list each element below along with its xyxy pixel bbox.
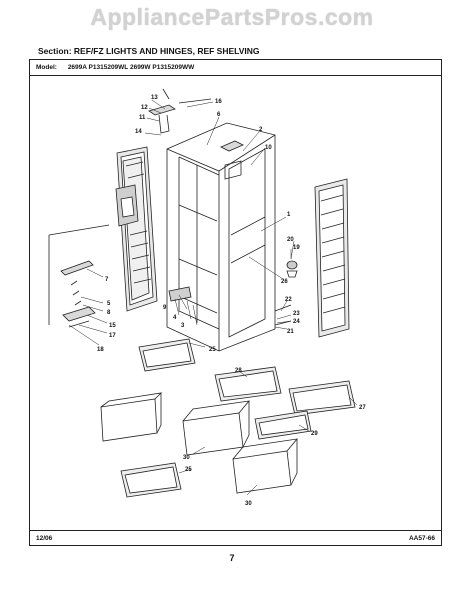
callout-13: 13 [151,95,158,101]
shelf-25-top [138,338,196,372]
callout-17: 17 [109,333,116,339]
callout-20: 20 [287,237,294,243]
callout-4: 4 [173,315,177,321]
callout-8: 8 [107,310,111,316]
callout-18: 18 [97,347,104,353]
callout-24: 24 [293,319,300,325]
callout-10: 10 [265,145,272,151]
section-title: REF/FZ LIGHTS AND HINGES, REF SHELVING [73,46,260,56]
crisper-30-top [182,400,250,456]
section-heading: Section: REF/FZ LIGHTS AND HINGES, REF S… [38,46,260,56]
callout-5: 5 [107,301,111,307]
model-label: Model: [36,64,57,71]
callout-14: 14 [135,129,142,135]
callout-27: 27 [359,405,366,411]
callout-7: 7 [105,277,109,283]
callout-29: 29 [311,431,318,437]
diagram-frame: Model: 2699A P1315209WL 2699W P1315209WW… [29,59,442,546]
callout-11: 11 [139,115,146,121]
shelf-28 [214,366,282,402]
callout-19: 19 [293,245,300,251]
callout-28: 28 [235,368,242,374]
left-lower-parts [48,224,110,328]
crisper-30-bottom [232,438,298,494]
parts-diagram: 13 12 11 14 16 6 2 10 1 20 19 26 7 5 8 1… [48,88,366,507]
callout-2: 2 [259,127,263,133]
footer-date: 12/06 [36,535,53,542]
section-label: Section: [38,46,72,56]
model-value: 2699A P1315209WL 2699W P1315209WW [67,64,195,71]
callout-1: 1 [287,212,291,218]
callout-3: 3 [181,323,185,329]
callout-26: 26 [281,279,288,285]
cabinet [166,122,276,352]
callout-25-bottom: 25 [185,467,192,473]
callout-30-bottom: 30 [245,501,252,507]
footer-divider [30,530,441,531]
page-number: 7 [229,553,235,563]
callout-9: 9 [163,305,167,311]
callout-21: 21 [287,329,294,335]
top-hinge [148,88,212,134]
shelf-29 [254,410,312,440]
callout-23: 23 [293,311,300,317]
shelf-27 [288,380,356,416]
callout-12: 12 [141,105,148,111]
callout-16: 16 [215,99,222,105]
shelf-25-bottom [120,462,182,498]
left-door [115,146,158,312]
drawer-left [100,392,163,442]
right-door [314,178,350,338]
callout-15: 15 [109,323,116,329]
watermark: AppliancePartsPros.com [90,4,374,30]
ref-light-assembly [220,140,298,278]
callout-25-top: 25 [209,347,216,353]
callout-22: 22 [285,297,292,303]
footer-code: AA57-66 [408,535,435,542]
model-row: Model: 2699A P1315209WL 2699W P1315209WW [30,60,441,76]
callout-6: 6 [217,112,221,118]
callout-30-top: 30 [183,455,190,461]
